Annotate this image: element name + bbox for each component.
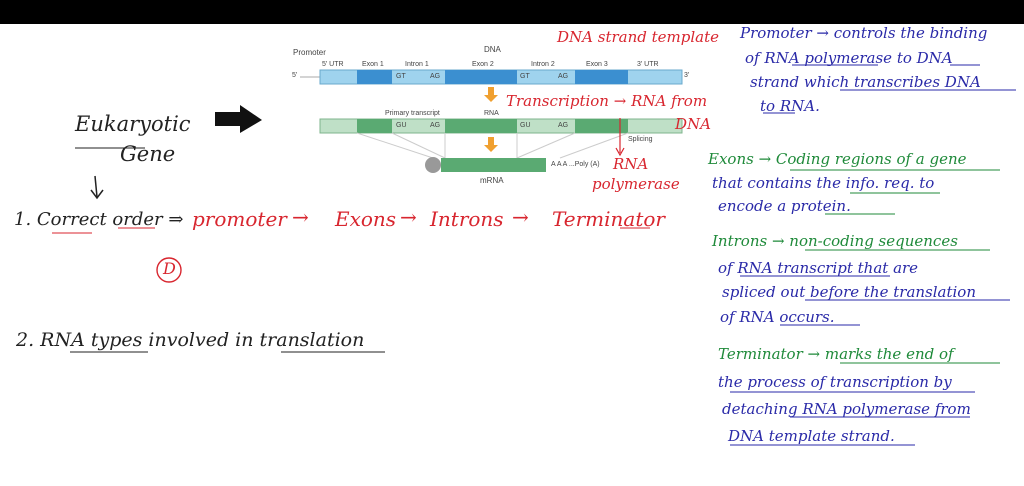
dna-diagram-label: DNA xyxy=(484,45,501,54)
q1-exons: Exons xyxy=(335,207,397,231)
gt-label-1: GT xyxy=(396,73,406,80)
dna-strand-template-note: DNA strand template xyxy=(557,28,719,46)
eukaryotic-heading: Eukaryotic xyxy=(75,112,191,136)
terminator-def-1: Terminator → marks the end of xyxy=(718,345,954,363)
down-arrow-icon xyxy=(90,189,104,200)
q1-arrow-3: → xyxy=(512,205,529,229)
gt-label-2: GT xyxy=(520,73,530,80)
introns-def-2: of RNA transcript that are xyxy=(718,259,919,277)
big-arrow-icon xyxy=(215,105,262,133)
answer-circle xyxy=(156,257,182,283)
exon2-label: Exon 2 xyxy=(472,61,494,68)
primary-transcript-label: Primary transcript xyxy=(385,110,440,117)
exon3-label: Exon 3 xyxy=(586,61,608,68)
ag-label-3: AG xyxy=(430,122,441,129)
utr5-label: 5' UTR xyxy=(322,61,344,68)
gu-label-2: GU xyxy=(520,122,531,129)
exons-def-1: Exons → Coding regions of a gene xyxy=(708,150,967,168)
exon2-block xyxy=(445,70,517,84)
three-prime-label: 3' xyxy=(684,72,690,79)
rna-diagram-label: RNA xyxy=(484,110,499,117)
mrna-label: mRNA xyxy=(480,176,504,185)
gu-label-1: GU xyxy=(396,122,407,129)
promoter-def-3: strand which transcribes DNA xyxy=(750,73,981,91)
q1-arrow-1: → xyxy=(292,205,309,229)
intron1-label: Intron 1 xyxy=(405,61,429,68)
splicing-label: Splicing xyxy=(628,136,653,143)
promoter-def-1: Promoter → controls the binding xyxy=(740,24,988,42)
introns-def-4: of RNA occurs. xyxy=(720,308,835,326)
q1-introns: Introns xyxy=(430,207,504,231)
transcription-note-2: DNA xyxy=(675,115,711,133)
exon3-block xyxy=(575,70,628,84)
question-1-number: 1. Correct order ⇒ xyxy=(14,209,184,230)
pt-exon3 xyxy=(575,119,628,133)
gene-heading: Gene xyxy=(120,142,176,166)
question-2: 2. RNA types involved in translation xyxy=(16,329,365,351)
five-prime-label: 5' xyxy=(292,72,298,79)
ag-label-2: AG xyxy=(558,73,569,80)
q1-arrow-2: → xyxy=(400,205,417,229)
terminator-def-4: DNA template strand. xyxy=(728,427,895,445)
ag-label-4: AG xyxy=(558,122,569,129)
terminator-def-2: the process of transcription by xyxy=(718,373,952,391)
pt-exon2 xyxy=(445,119,517,133)
arrow-down-2 xyxy=(488,137,494,145)
ag-label-1: AG xyxy=(430,73,441,80)
promoter-def-2: of RNA polymerase to DNA xyxy=(745,49,953,67)
exon1-label: Exon 1 xyxy=(362,61,384,68)
introns-def-1: Introns → non-coding sequences xyxy=(712,232,958,250)
rna-polymerase-note-1: RNA xyxy=(613,155,649,173)
exons-def-3: encode a protein. xyxy=(718,197,851,215)
q1-promoter: promoter xyxy=(192,207,287,231)
q1-terminator: Terminator xyxy=(552,207,665,231)
mrna-bar xyxy=(441,158,546,172)
exon1-block xyxy=(357,70,392,84)
utr3-label: 3' UTR xyxy=(637,61,659,68)
introns-def-3: spliced out before the translation xyxy=(722,283,976,301)
mrna-cap xyxy=(425,157,441,173)
rna-polymerase-note-2: polymerase xyxy=(592,175,680,193)
promoter-def-4: to RNA. xyxy=(760,97,820,115)
exons-def-2: that contains the info. req. to xyxy=(712,174,935,192)
intron2-label: Intron 2 xyxy=(531,61,555,68)
promoter-diagram-label: Promoter xyxy=(293,48,326,57)
polya-label: A A A ...Poly (A) xyxy=(551,161,600,168)
terminator-def-3: detaching RNA polymerase from xyxy=(722,400,971,418)
transcription-note-1: Transcription → RNA from xyxy=(506,92,708,110)
top-black-bar xyxy=(0,0,1024,24)
pt-exon1 xyxy=(357,119,392,133)
answer-d: D xyxy=(163,259,176,278)
arrow-down-1 xyxy=(488,87,494,95)
